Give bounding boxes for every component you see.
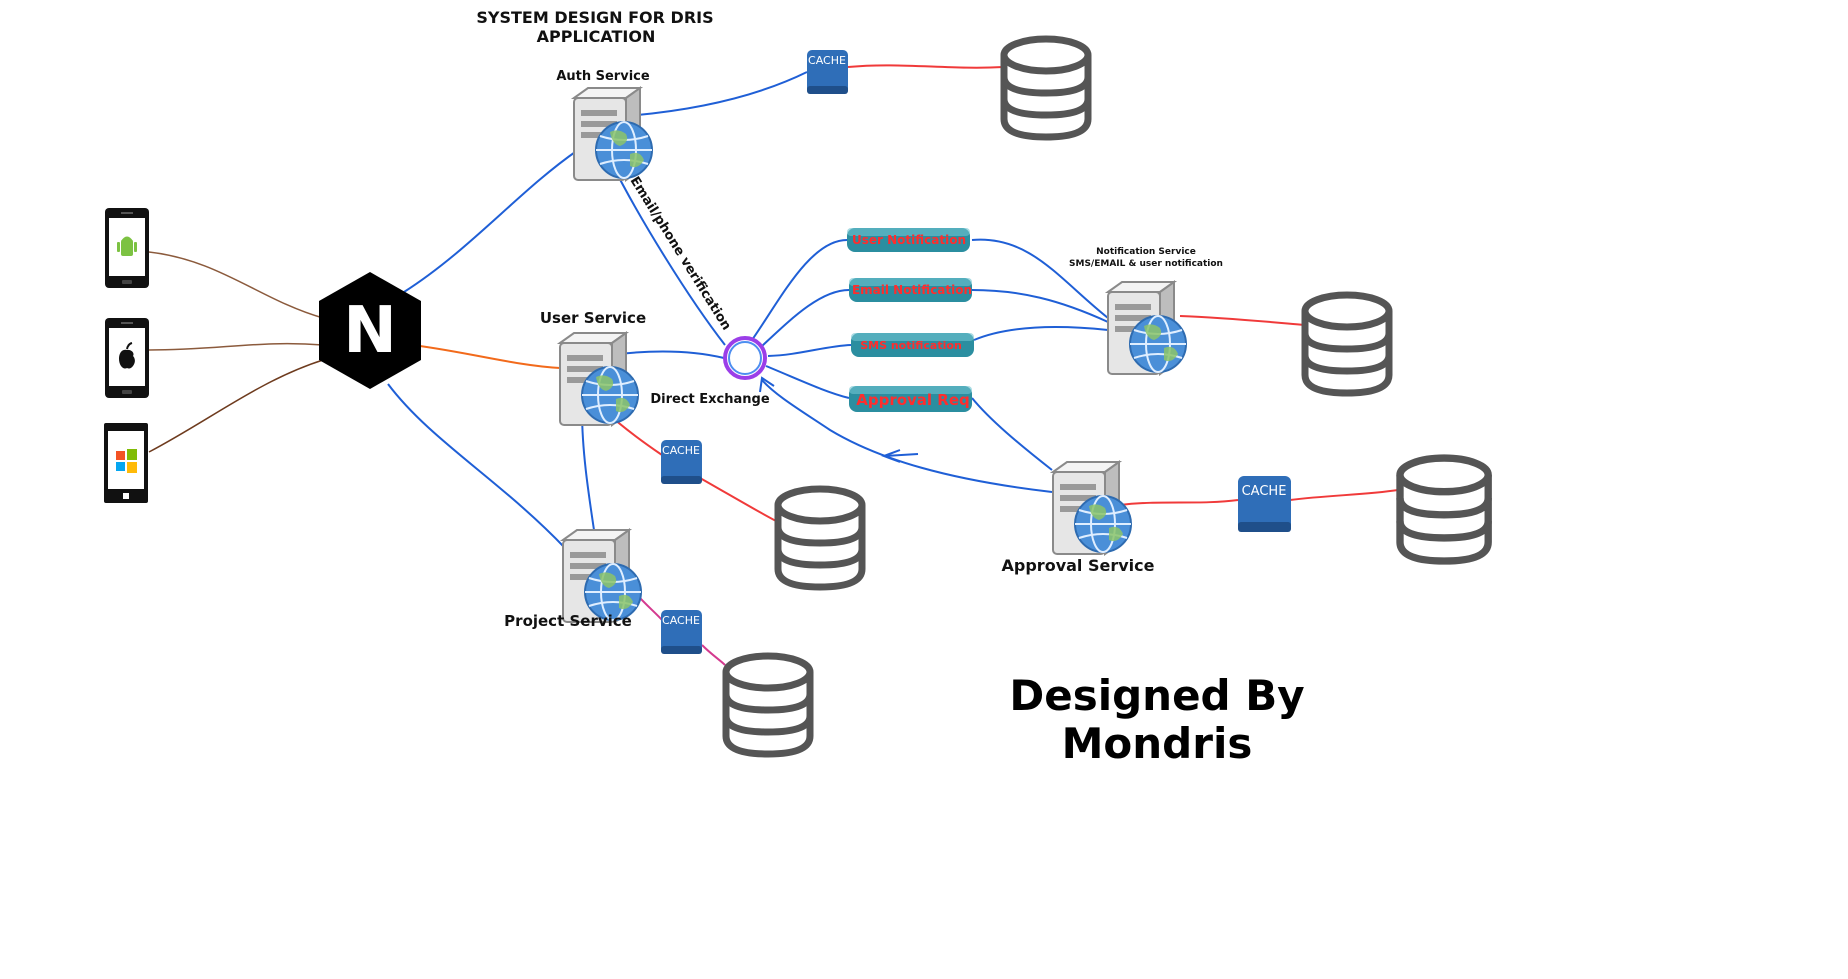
user-service-label: User Service: [540, 309, 646, 327]
direct-exchange-node[interactable]: Direct Exchange: [650, 336, 770, 407]
project-service-node[interactable]: Project Service: [504, 529, 642, 630]
project-cache-db-link: [701, 644, 726, 666]
auth-service-node[interactable]: Auth Service: [556, 69, 653, 181]
queue-user-notification-label: User Notification: [852, 233, 966, 247]
notify-db-link: [1179, 315, 1306, 326]
user-cache-db-link: [699, 477, 779, 523]
connections: [148, 64, 1399, 666]
user-cache-label: CACHE: [662, 444, 700, 457]
approval-service-node[interactable]: Approval Service: [1002, 461, 1155, 575]
project-server-icon: [562, 529, 642, 623]
approval-cache-db-link: [1289, 489, 1399, 501]
project-user-link: [581, 409, 595, 531]
notification-server-icon: [1107, 281, 1187, 375]
queue-sms-notification[interactable]: SMS notification: [851, 333, 974, 357]
exchange-user-queue-link: [751, 239, 848, 341]
approval-database-icon: [1400, 458, 1488, 561]
exchange-sms-queue-link: [767, 344, 852, 357]
approval-cache-link: [1119, 499, 1239, 506]
gateway-letter: N: [343, 294, 397, 368]
ios-phone-icon: [105, 318, 149, 398]
approval-cache-label: CACHE: [1242, 484, 1287, 499]
credit-line1: Designed By: [1009, 671, 1304, 720]
user-database-icon: [778, 489, 862, 587]
gateway-auth-link: [403, 149, 579, 293]
windows-link: [148, 359, 324, 453]
notification-service-node[interactable]: Notification Service SMS/EMAIL & user no…: [1069, 247, 1223, 375]
exchange-label: Direct Exchange: [650, 392, 769, 407]
gateway-hexagon-icon: [319, 272, 421, 389]
auth-exchange-link: [609, 159, 726, 346]
user-exchange-link: [609, 350, 725, 359]
auth-cache: CACHE: [807, 50, 848, 94]
exchange-email-queue-link: [761, 289, 850, 347]
queue-user-notification[interactable]: User Notification: [847, 228, 970, 252]
sms-queue-notify-link: [973, 326, 1109, 341]
credit-line2: Mondris: [1062, 719, 1253, 768]
android-phone-icon: [105, 208, 149, 288]
notification-service-label-line2: SMS/EMAIL & user notification: [1069, 259, 1223, 269]
auth-cache-label: CACHE: [808, 54, 846, 67]
approval-service-label: Approval Service: [1002, 556, 1155, 575]
diagram-title-line2: APPLICATION: [537, 27, 656, 46]
approval-cache: CACHE: [1238, 476, 1291, 532]
queue-sms-notification-label: SMS notification: [860, 339, 962, 352]
approval-exchange-return-link: [761, 379, 1053, 493]
email-queue-notify-link: [971, 289, 1109, 323]
android-link: [148, 251, 324, 319]
project-cache: CACHE: [661, 610, 702, 654]
queue-approval-req[interactable]: Approval Req: [849, 386, 972, 412]
project-cache-label: CACHE: [662, 614, 700, 627]
project-database-icon: [726, 656, 810, 754]
approval-server-icon: [1052, 461, 1132, 555]
user-service-node[interactable]: User Service: [540, 309, 646, 426]
notification-database-icon: [1305, 295, 1389, 393]
diagram-title-line1: SYSTEM DESIGN FOR DRIS: [476, 8, 713, 27]
gateway-user-link: [403, 343, 561, 369]
api-gateway-node[interactable]: N: [319, 272, 421, 389]
user-server-icon: [559, 332, 639, 426]
windows-phone-icon: [104, 423, 148, 503]
queue-approval-req-label: Approval Req: [856, 391, 970, 409]
auth-cache-db-link: [847, 64, 1004, 69]
auth-service-label: Auth Service: [556, 69, 650, 84]
auth-server-icon: [573, 87, 653, 181]
auth-database-icon: [1004, 39, 1088, 137]
ios-link: [148, 342, 324, 351]
exchange-approval-queue-link: [765, 365, 850, 399]
notification-service-label-line1: Notification Service: [1096, 247, 1196, 257]
approval-queue-service-link: [971, 397, 1053, 471]
gateway-project-link: [387, 383, 566, 549]
queue-email-notification[interactable]: Email Notification: [849, 278, 972, 302]
user-queue-notify-link: [971, 238, 1109, 319]
queue-email-notification-label: Email Notification: [852, 283, 972, 297]
auth-cache-link: [625, 71, 808, 117]
user-cache: CACHE: [661, 440, 702, 484]
project-service-label: Project Service: [504, 612, 632, 630]
